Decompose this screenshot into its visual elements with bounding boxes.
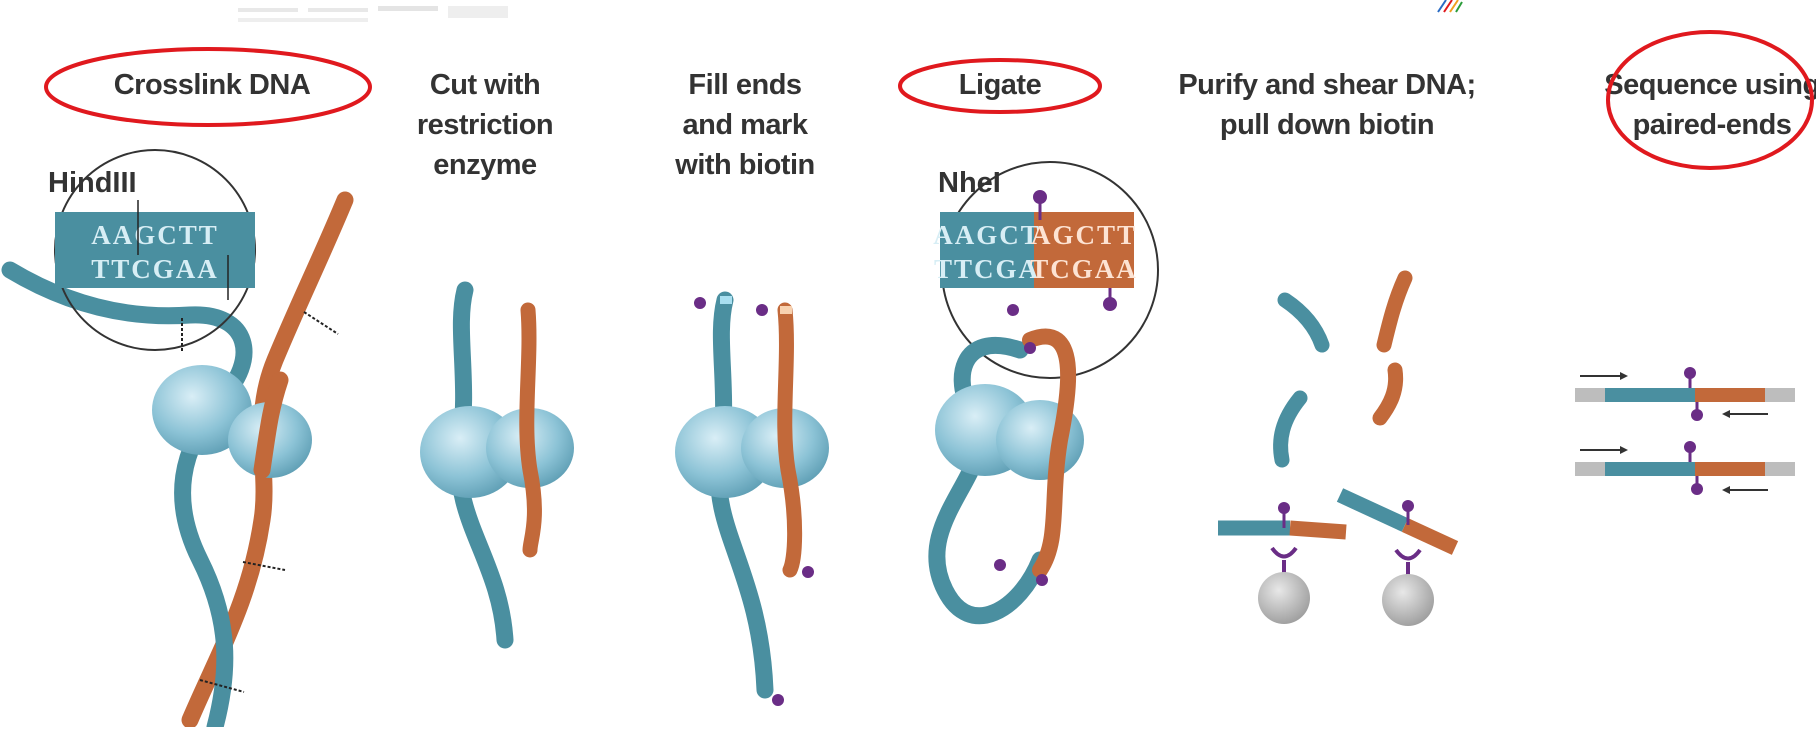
dna-fragment [1380,370,1396,418]
ligate-bottom-left-seq: TTCGA [934,254,1040,284]
biotin-icon [1036,574,1048,586]
biotin-icon [1007,304,1019,316]
step-title-line: and mark [683,109,809,141]
paired-end-read [1575,441,1795,495]
biotin-icon [1684,367,1696,379]
step-cut-title: Cut with restriction enzyme [417,69,553,181]
biotin-icon [1691,483,1703,495]
step-title-line: Cut with [430,69,540,101]
biotin-icon [1691,409,1703,421]
streptavidin-icon [1396,550,1420,559]
dna-fragment [1384,278,1405,345]
hindiii-top-seq: AAGCTT [91,220,219,250]
paired-end-read [1575,367,1795,421]
step-fill-title: Fill ends and mark with biotin [674,69,814,181]
biotin-icon [802,566,814,578]
corner-logo-icon [1438,0,1462,12]
streptavidin-icon [1272,548,1296,557]
fill-illustration [675,296,829,706]
step-title-line: pull down biotin [1220,109,1434,141]
bead-icon [1382,574,1434,626]
crosslink-illustration: AAGCTT TTCGAA HindIII [10,150,345,727]
step-title-line: restriction [417,109,553,141]
biotin-icon [694,297,706,309]
highlight-rings [46,32,1812,168]
step-title-line: Crosslink DNA [114,69,311,101]
header-fragments [238,6,508,22]
step-title-line: Fill ends [688,69,801,101]
hindiii-bottom-seq: TTCGAA [91,254,219,284]
biotin-icon [772,694,784,706]
biotin-icon [1024,342,1036,354]
biotin-icon [1684,441,1696,453]
biotin-icon [756,304,768,316]
biotin-icon [1103,297,1117,311]
dna-fragment [1285,300,1322,345]
ligate-top-left-seq: AAGCT [933,220,1041,250]
step-title-line: enzyme [433,149,537,181]
step-purify-title: Purify and shear DNA; pull down biotin [1178,69,1475,141]
biotin-icon [1402,500,1414,512]
biotin-icon [994,559,1006,571]
step-ligate-title: Ligate [959,69,1042,101]
ligate-illustration: AAGCT AGCTT TTCGA TCGAA NheI [933,162,1158,616]
step-sequence-title: Sequence using paired-ends [1604,69,1816,141]
ligate-bottom-right-seq: TCGAA [1030,254,1138,284]
dna-fragment [1405,525,1455,548]
step-title-line: Ligate [959,69,1042,101]
cut-mark [304,312,338,334]
orange-dna-strand [527,310,535,550]
cut-illustration [420,290,574,640]
sequence-illustration [1575,367,1795,495]
step-title-line: Purify and shear DNA; [1178,69,1475,101]
step-title-line: Sequence using [1604,69,1816,101]
dna-fragment [1290,528,1346,532]
bead-icon [1258,572,1310,624]
dna-fragment [1281,398,1300,460]
nhei-label: NheI [938,167,1001,199]
ligate-top-right-seq: AGCTT [1031,220,1137,250]
dna-fragment [1340,495,1405,525]
step-crosslink-title: Crosslink DNA [114,69,311,101]
purify-illustration [1218,278,1455,626]
step-title-line: paired-ends [1633,109,1792,141]
step-title-line: with biotin [674,149,814,181]
biotin-icon [1278,502,1290,514]
hindiii-label: HindIII [48,167,137,199]
biotin-icon [1033,190,1047,204]
